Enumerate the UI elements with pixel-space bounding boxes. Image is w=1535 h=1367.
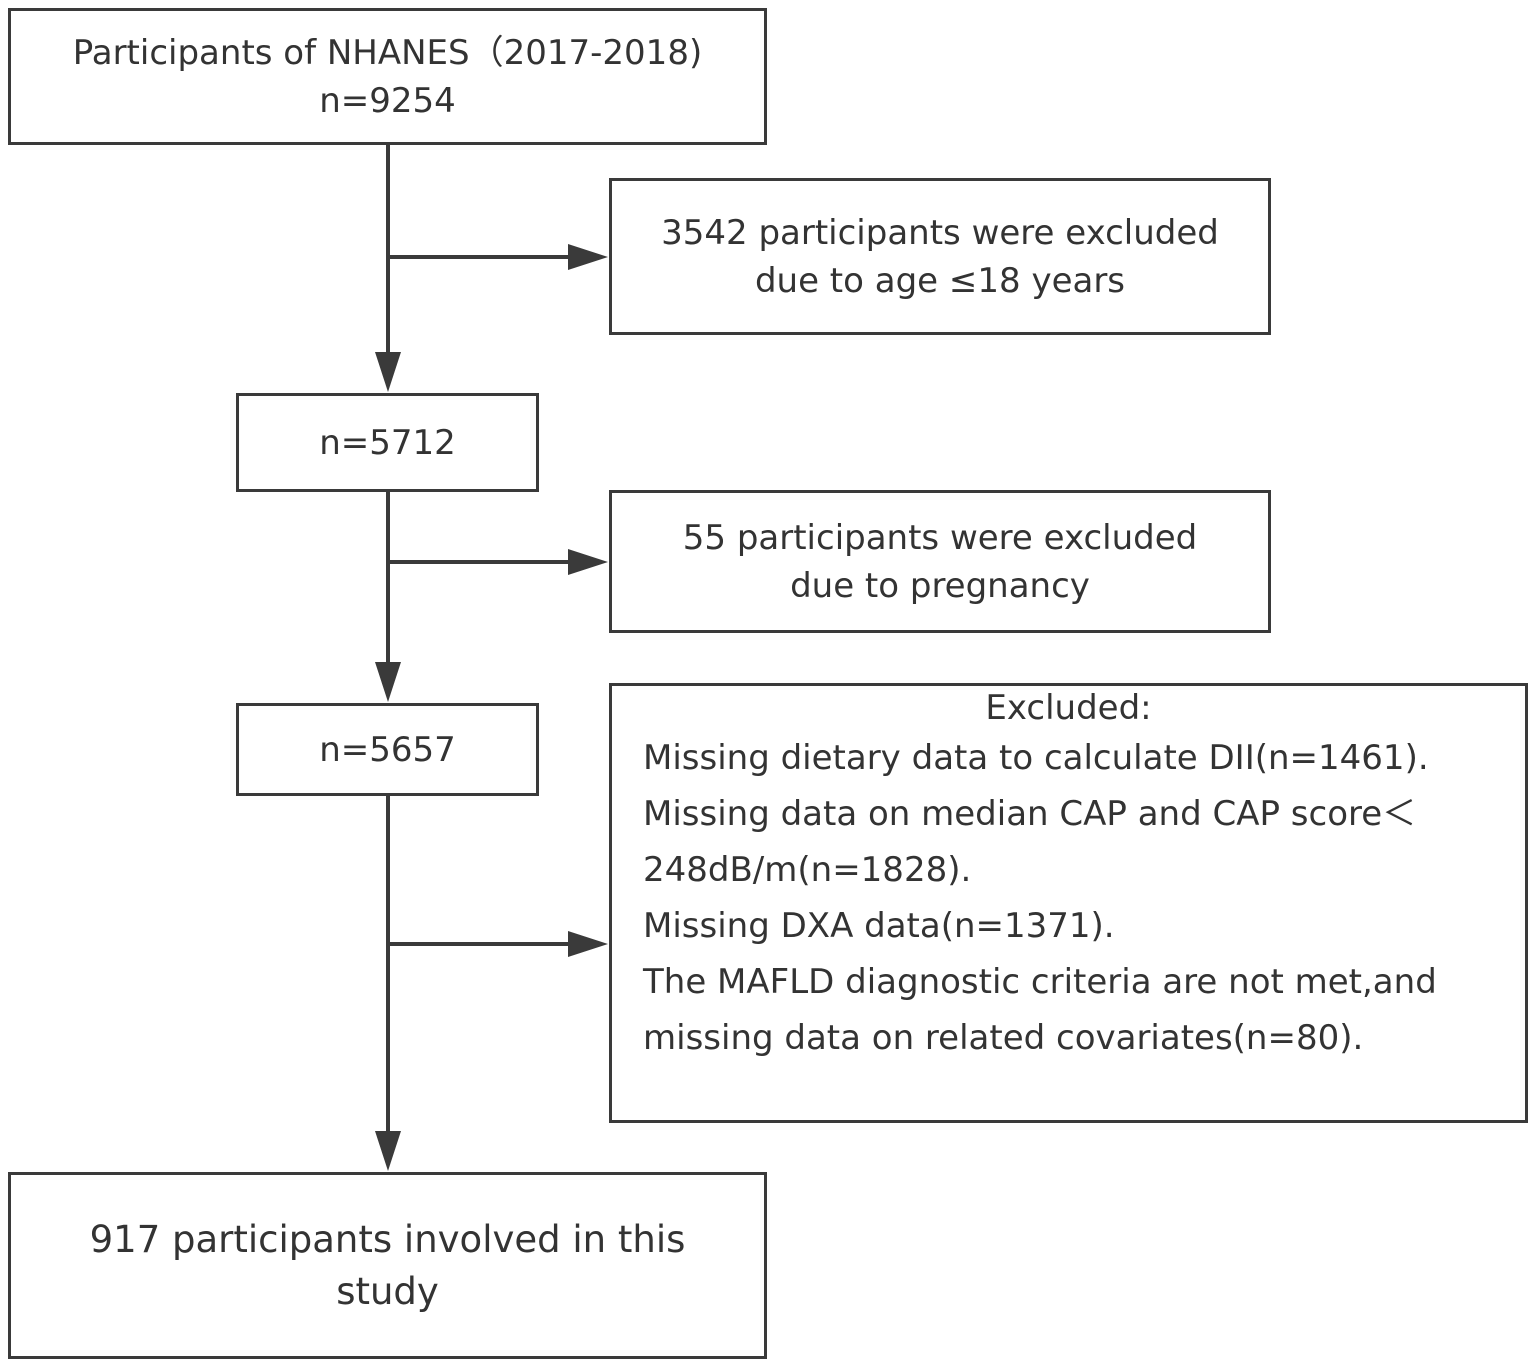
missing-data-exclusion-box: Excluded: Missing dietary data to calcul… — [609, 683, 1528, 1123]
start-population-count: n=9254 — [319, 80, 456, 121]
age-exclusion-line-2: due to age ≤18 years — [754, 260, 1126, 301]
arrow-right-to-age-exclusion — [568, 244, 608, 270]
arrow-right-to-missing-exclusion — [568, 931, 608, 957]
arrow-down-to-n5657 — [375, 662, 401, 702]
pregnancy-exclusion-line-1: 55 participants were excluded — [682, 517, 1198, 558]
after-age-exclusion-count: n=5712 — [319, 422, 456, 463]
missing-data-exclusion-item: Missing DXA data(n=1371). — [643, 906, 1115, 946]
after-age-exclusion-box: n=5712 — [236, 393, 539, 492]
pregnancy-exclusion-line-2: due to pregnancy — [790, 565, 1090, 606]
missing-data-exclusion-item: missing data on related covariates(n=80)… — [643, 1018, 1364, 1058]
final-cohort-line-2: study — [336, 1269, 439, 1313]
age-exclusion-line-1: 3542 participants were excluded — [661, 212, 1219, 253]
start-population-label: Participants of NHANES（2017-2018) — [72, 32, 703, 73]
missing-data-exclusion-heading: Excluded: — [985, 688, 1152, 728]
arrow-down-to-n5712 — [375, 352, 401, 392]
missing-data-exclusion-item: Missing data on median CAP and CAP score… — [643, 794, 1417, 834]
final-cohort-box: 917 participants involved in this study — [8, 1172, 767, 1359]
pregnancy-exclusion-box: 55 participants were excluded due to pre… — [609, 490, 1271, 633]
after-pregnancy-exclusion-box: n=5657 — [236, 703, 539, 796]
missing-data-exclusion-item: The MAFLD diagnostic criteria are not me… — [643, 962, 1437, 1002]
after-pregnancy-exclusion-count: n=5657 — [319, 729, 456, 770]
start-population-box: Participants of NHANES（2017-2018) n=9254 — [8, 8, 767, 145]
final-cohort-line-1: 917 participants involved in this — [89, 1217, 686, 1261]
arrow-down-to-final — [375, 1131, 401, 1171]
arrow-right-to-pregnancy-exclusion — [568, 549, 608, 575]
missing-data-exclusion-item: Missing dietary data to calculate DII(n=… — [643, 738, 1429, 778]
missing-data-exclusion-item: 248dB/m(n=1828). — [643, 850, 972, 890]
age-exclusion-box: 3542 participants were excluded due to a… — [609, 178, 1271, 335]
